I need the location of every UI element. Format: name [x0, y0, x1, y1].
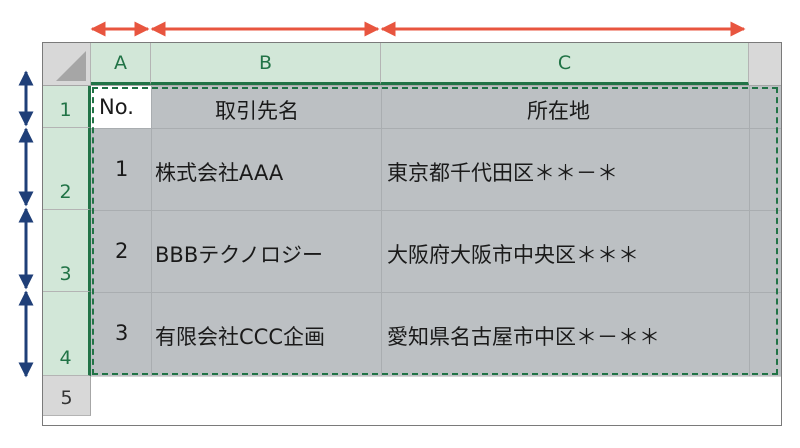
- column-header-a[interactable]: A: [91, 43, 151, 85]
- spreadsheet-grid: A B C 1 2 3 4 5 No. 取引先名 所在地 1 株式会社AAA 東…: [42, 42, 782, 426]
- column-header-c[interactable]: C: [381, 43, 749, 85]
- row-header-4[interactable]: 4: [43, 292, 91, 376]
- gridline: [91, 292, 781, 293]
- row-header-1[interactable]: 1: [43, 86, 91, 128]
- gridline: [749, 86, 750, 376]
- row-header-2[interactable]: 2: [43, 128, 91, 210]
- copy-marquee-border: [92, 87, 778, 375]
- gridline: [381, 86, 382, 376]
- active-cell-a1[interactable]: [91, 86, 151, 128]
- cell-a3-text: 2: [115, 239, 129, 263]
- cell-a1-text: No.: [99, 95, 134, 119]
- column-header-b[interactable]: B: [151, 43, 381, 85]
- cell-a2-text: 1: [115, 157, 129, 181]
- cell-b4-text: 有限会社CCC企画: [155, 325, 325, 349]
- cell-c4-text: 愛知県名古屋市中区＊－＊＊: [387, 325, 660, 349]
- cell-b1-text: 取引先名: [215, 99, 299, 123]
- gridline: [91, 376, 781, 377]
- cell-c3-text: 大阪府大阪市中央区＊＊＊: [387, 243, 639, 267]
- row-header-3[interactable]: 3: [43, 210, 91, 292]
- cell-c2-text: 東京都千代田区＊＊－＊: [387, 161, 618, 185]
- cell-c1-text: 所在地: [527, 99, 590, 123]
- select-all-corner[interactable]: [43, 43, 91, 85]
- selected-range[interactable]: [91, 86, 781, 376]
- cell-a4-text: 3: [115, 321, 129, 345]
- row-header-5[interactable]: 5: [43, 376, 91, 416]
- gridline: [151, 86, 152, 376]
- cell-b2-text: 株式会社AAA: [155, 161, 284, 185]
- gridline: [91, 128, 781, 129]
- select-all-triangle-icon: [56, 51, 86, 81]
- cell-b3-text: BBBテクノロジー: [155, 243, 323, 267]
- gridline: [91, 210, 781, 211]
